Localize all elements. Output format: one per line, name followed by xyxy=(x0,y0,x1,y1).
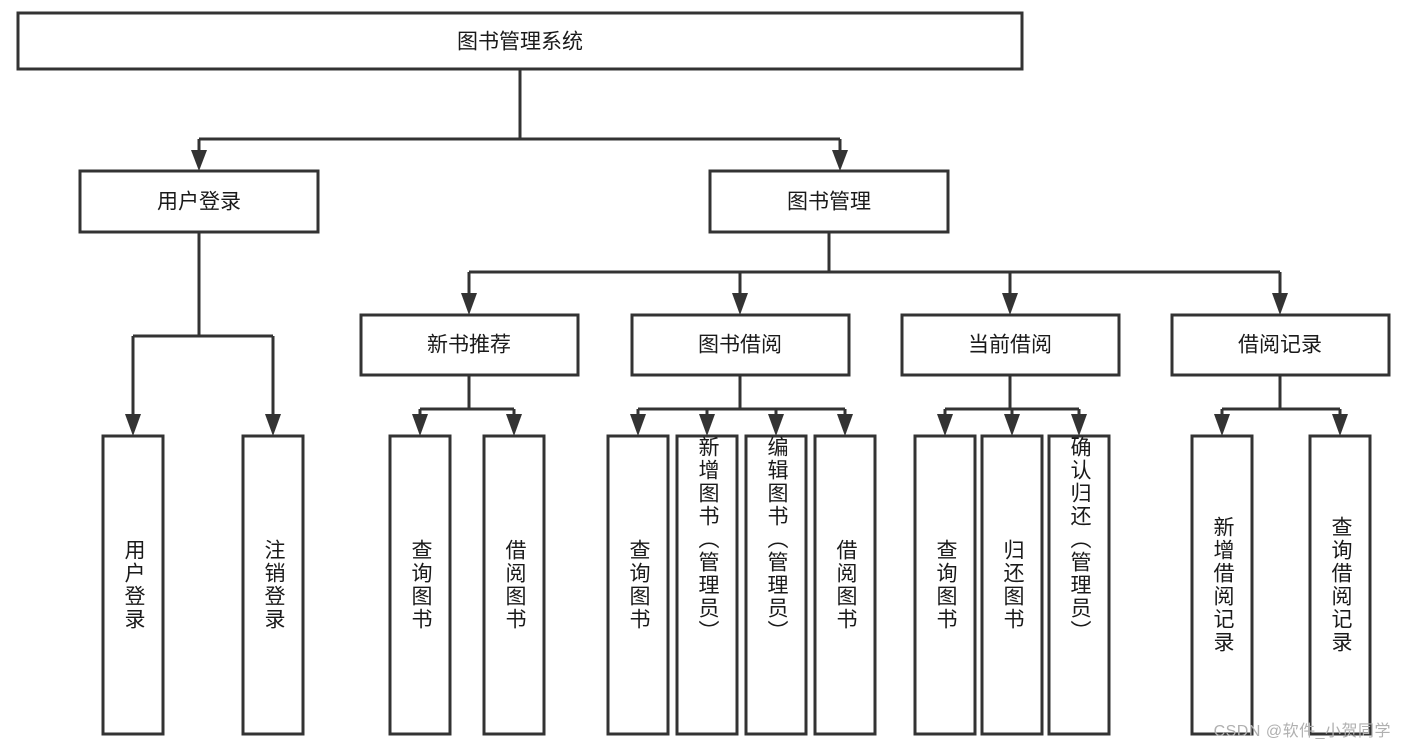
node-box-leaf-logout[interactable] xyxy=(241,434,305,736)
arrow-head-user-login xyxy=(191,150,207,171)
arrow-head-leaf-query-record xyxy=(1332,414,1348,436)
connector-book-borrow-to-leaves xyxy=(630,375,853,436)
arrow-head-leaf-query-book-cur xyxy=(937,414,953,436)
node-box-book-manage[interactable] xyxy=(708,169,950,234)
node-box-leaf-user-login[interactable] xyxy=(101,434,165,736)
connector-current-borrow-to-leaves xyxy=(937,375,1087,436)
arrow-head-borrow-record xyxy=(1272,293,1288,315)
node-borrow-record[interactable]: 借阅记录 xyxy=(1170,313,1391,377)
node-new-book-recommend[interactable]: 新书推荐 xyxy=(359,313,580,377)
csdn-watermark: CSDN @软件_小贺同学 xyxy=(1213,723,1391,740)
arrow-head-leaf-confirm-return xyxy=(1071,414,1087,436)
node-label-new-book-recommend: 新书推荐 xyxy=(427,334,511,357)
node-book-manage[interactable]: 图书管理 xyxy=(708,169,950,234)
node-box-leaf-borrow-book-rec[interactable] xyxy=(482,434,546,736)
node-box-leaf-query-book-rec[interactable] xyxy=(388,434,452,736)
node-book-borrow[interactable]: 图书借阅 xyxy=(630,313,851,377)
connector-borrow-record-to-leaves xyxy=(1214,375,1348,436)
node-box-leaf-confirm-return[interactable] xyxy=(1047,434,1111,736)
node-box-book-borrow[interactable] xyxy=(630,313,851,377)
node-box-borrow-record[interactable] xyxy=(1170,313,1391,377)
node-box-leaf-query-book-cur[interactable] xyxy=(913,434,977,736)
arrow-head-leaf-borrow-book-rec xyxy=(506,414,522,436)
node-box-new-book-recommend[interactable] xyxy=(359,313,580,377)
node-user-login[interactable]: 用户登录 xyxy=(78,169,320,234)
node-label-root: 图书管理系统 xyxy=(457,31,583,54)
node-box-leaf-query-book-borrow[interactable] xyxy=(606,434,670,736)
node-box-user-login[interactable] xyxy=(78,169,320,234)
node-label-book-manage: 图书管理 xyxy=(787,191,871,214)
node-box-current-borrow[interactable] xyxy=(900,313,1121,377)
node-label-book-borrow: 图书借阅 xyxy=(698,334,782,357)
node-box-root[interactable] xyxy=(16,11,1024,71)
node-box-leaf-add-record[interactable] xyxy=(1190,434,1254,736)
node-root-system[interactable]: 图书管理系统 xyxy=(16,11,1024,71)
arrow-head-leaf-user-login xyxy=(125,414,141,436)
node-current-borrow[interactable]: 当前借阅 xyxy=(900,313,1121,377)
arrow-head-leaf-query-book-rec xyxy=(412,414,428,436)
arrow-head-leaf-add-book xyxy=(699,414,715,436)
node-label-user-login: 用户登录 xyxy=(157,191,241,214)
node-box-leaf-borrow-book[interactable] xyxy=(813,434,877,736)
connector-book-manage-to-level3 xyxy=(461,232,1288,315)
node-label-current-borrow: 当前借阅 xyxy=(968,334,1052,357)
node-box-leaf-add-book[interactable] xyxy=(675,434,739,736)
arrow-head-leaf-add-record xyxy=(1214,414,1230,436)
connector-root-to-level2 xyxy=(191,69,848,171)
node-box-leaf-return-book[interactable] xyxy=(980,434,1044,736)
connector-user-login-to-leaves xyxy=(125,232,281,436)
arrow-head-new-book-recommend xyxy=(461,293,477,315)
leaf-boxes-group xyxy=(101,434,1372,736)
connector-new-book-recommend-to-leaves xyxy=(412,375,522,436)
arrow-head-book-manage xyxy=(832,150,848,171)
arrow-head-leaf-borrow-book xyxy=(837,414,853,436)
node-box-leaf-query-record[interactable] xyxy=(1308,434,1372,736)
arrow-head-leaf-return-book xyxy=(1004,414,1020,436)
node-box-leaf-edit-book[interactable] xyxy=(744,434,808,736)
arrow-head-book-borrow xyxy=(732,293,748,315)
arrow-head-leaf-edit-book xyxy=(768,414,784,436)
arrow-head-leaf-query-book-borrow xyxy=(630,414,646,436)
arrow-head-leaf-logout xyxy=(265,414,281,436)
arrow-head-current-borrow xyxy=(1002,293,1018,315)
node-label-borrow-record: 借阅记录 xyxy=(1238,334,1322,357)
